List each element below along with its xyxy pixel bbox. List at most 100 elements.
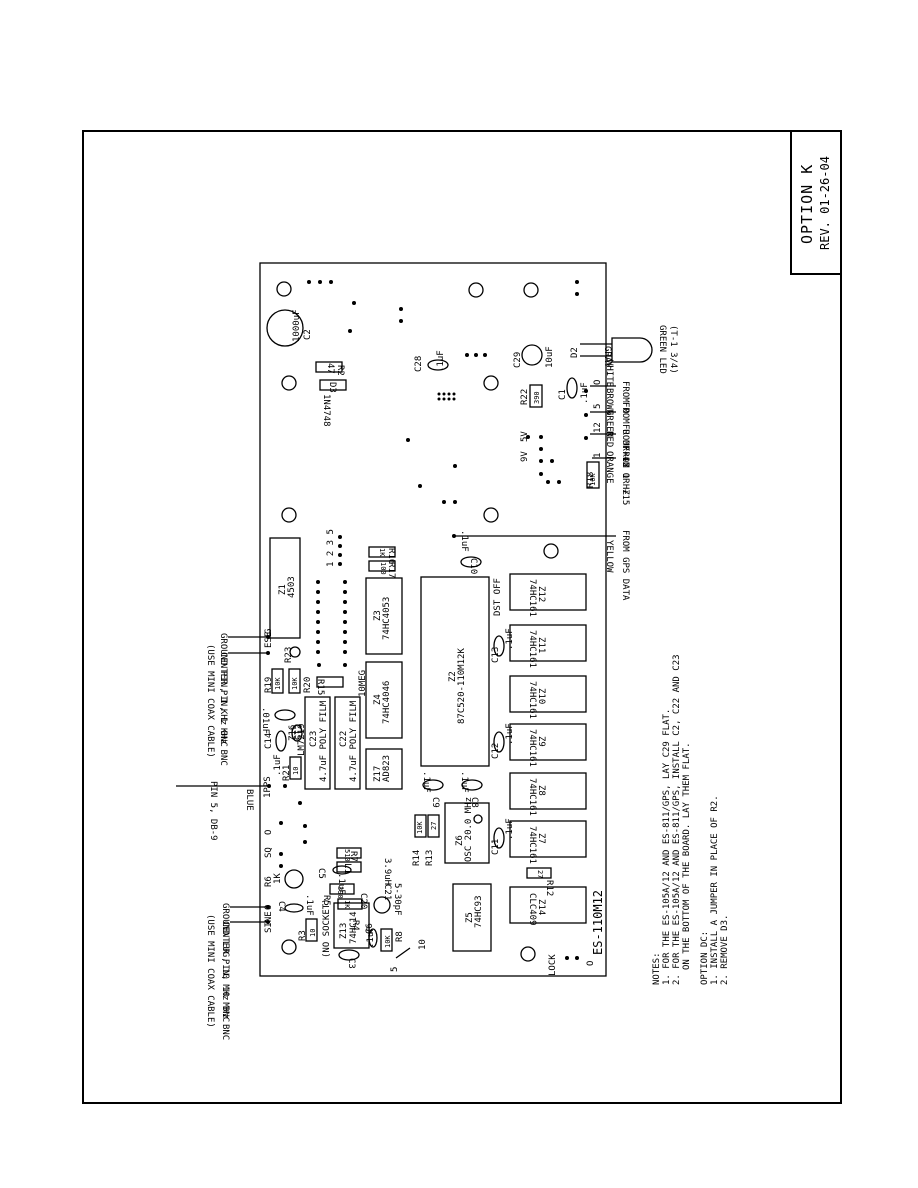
- c10-label: C10: [468, 558, 478, 575]
- z5-part: 74HC93: [474, 895, 484, 928]
- z13-chip: [509, 886, 587, 924]
- d3-label: D3: [327, 382, 337, 393]
- ctr-1khz: CENTER PIN, 1 KHz BNC: [218, 652, 228, 766]
- r15-value: 10MEG: [358, 669, 368, 697]
- c13-capacitor: [493, 635, 505, 657]
- c20-label: C20: [358, 893, 368, 910]
- from-gps: FROM GPS DATA: [620, 530, 630, 601]
- mounting-hole: [520, 946, 536, 962]
- r7-value: 510: [343, 849, 351, 862]
- board-name: ES-110M12: [591, 889, 605, 955]
- c23-value: 4.7uF POLY FILM: [319, 700, 329, 782]
- z2-part: 87C520-110M12K: [457, 648, 467, 724]
- r12-resistor: [526, 867, 552, 879]
- r15-resistor: [316, 676, 344, 688]
- pad-o-sine: O: [264, 904, 274, 910]
- r16-value: 1K: [378, 548, 386, 557]
- notes-heading: NOTES:: [652, 952, 662, 985]
- pin-numbers: 1 2 3 5: [326, 529, 336, 567]
- r21-value: 10: [292, 766, 300, 775]
- pad-sq: SQ: [264, 847, 274, 858]
- z13-part: CLC409: [527, 893, 537, 926]
- c2-label: C2: [303, 329, 313, 340]
- r8-resistor: [380, 928, 393, 952]
- c8-value: .1uF: [459, 771, 469, 793]
- pad-dst-off: DST OFF: [493, 578, 503, 616]
- c28-value: .1uF: [436, 350, 446, 372]
- r14-label: R14: [412, 849, 422, 866]
- mounting-hole: [281, 507, 297, 523]
- pad-9v: 9V: [520, 451, 530, 462]
- c12-value: .1uF: [505, 723, 515, 745]
- r18-resistor: [586, 461, 600, 489]
- pad-o: O: [593, 379, 603, 385]
- r21-label: R21: [282, 764, 292, 781]
- c9-value: .1uF: [421, 771, 431, 793]
- r12-label: R12: [544, 880, 554, 897]
- r23-label: R23: [284, 646, 294, 663]
- c22-value: 4.7uF POLY FILM: [349, 700, 359, 782]
- z7-id: Z7: [536, 833, 546, 844]
- z10-part: 74HC161: [527, 681, 537, 719]
- z13-id: Z14: [536, 899, 546, 916]
- d3-diode: [319, 379, 347, 391]
- c29-label: C29: [513, 351, 523, 368]
- r20-label: R20: [303, 676, 313, 693]
- c29-value: 10uF: [545, 346, 555, 368]
- r19-label: R19: [264, 676, 274, 693]
- c13-label: C13: [491, 646, 501, 663]
- mini-coax-2: (USE MINI COAX CABLE): [205, 914, 215, 1028]
- led-size: (T-1 3/4): [668, 325, 678, 374]
- pad-5: 5: [593, 403, 603, 409]
- option-dc-1: 1. INSTALL A JUMPER IN PLACE OF R2.: [710, 795, 720, 985]
- r8-label: R8: [395, 931, 405, 942]
- note-1: 1. FOR THE ES-105A/12 AND ES-811/GPS, LA…: [662, 708, 672, 985]
- c5-capacitor: [332, 865, 352, 875]
- r13-value: 27: [430, 821, 438, 830]
- r13-label: R13: [425, 849, 435, 866]
- pad-dots: [266, 280, 588, 960]
- r13-resistor: [427, 814, 440, 838]
- wire-blue: BLUE: [244, 789, 254, 811]
- wire-white: WHITE: [604, 360, 614, 388]
- mounting-hole: [483, 507, 499, 523]
- c1-value: .1uF: [580, 382, 590, 404]
- mounting-hole: [468, 282, 484, 298]
- wire-orange: ORANGE: [604, 451, 614, 484]
- c23-label: C23: [309, 730, 319, 747]
- z10-chip: [509, 675, 587, 713]
- r12-value: 27: [536, 870, 544, 879]
- c8-label: C8: [469, 797, 479, 808]
- z3-chip: [365, 577, 403, 655]
- c29-capacitor: [521, 344, 543, 366]
- c11-value: .1uF: [505, 818, 515, 840]
- r5-resistor: [329, 883, 355, 895]
- c2-capacitor: [266, 309, 304, 347]
- z12-part: 74HC161: [527, 579, 537, 617]
- z7-chip: [509, 820, 587, 858]
- c10-value: .1uF: [459, 530, 469, 552]
- c12-capacitor: [493, 731, 505, 753]
- z4-chip: [365, 661, 403, 739]
- c1-label: C1: [558, 389, 568, 400]
- ctr-10mhz: CENTER PIN, 10 MHz BNC: [220, 921, 230, 1041]
- z1-part: 4503: [287, 576, 297, 598]
- z14-socket: (NO SOCKET): [322, 898, 332, 958]
- z9-part: 74HC161: [527, 729, 537, 767]
- z8-id: Z8: [536, 785, 546, 796]
- c4-capacitor: [284, 903, 304, 913]
- r4-resistor: [337, 898, 363, 910]
- r4-value: 1K: [343, 900, 351, 909]
- c4-label: C4: [276, 901, 286, 912]
- z9-chip: [509, 723, 587, 761]
- pad-1pps: 1PPS: [263, 776, 273, 798]
- r14-value: 10K: [416, 821, 424, 834]
- z5-chip: [452, 883, 492, 952]
- r2-value: 47: [325, 363, 335, 374]
- r3-value: 10: [309, 928, 317, 937]
- r19-value: 10K: [274, 677, 282, 690]
- z17-chip: [365, 748, 403, 790]
- r8-value: 10K: [384, 935, 392, 948]
- r17-label: R17: [386, 562, 396, 579]
- c22-label: C22: [339, 730, 349, 747]
